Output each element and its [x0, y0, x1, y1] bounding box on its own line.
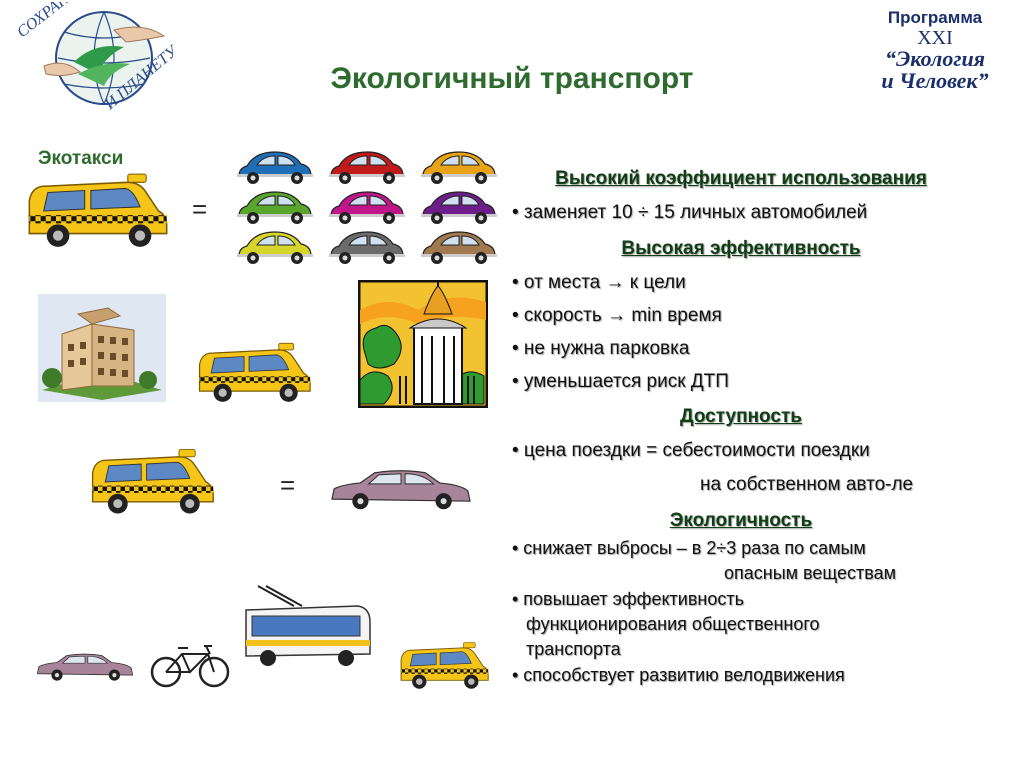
beetle-car [236, 191, 314, 225]
equals-sign-1: = [192, 194, 208, 224]
bullet-price: • цена поездки = себестоимости поездки [512, 440, 870, 461]
logo-sohrani: СОХРАНИ СЕБЯ И ПЛАНЕТУ [14, 0, 184, 117]
program-line2: XXI [917, 27, 953, 49]
bullet-public-transport-cont1: функционирования общественного [526, 614, 820, 634]
heading-usage: Высокий коэффициент использования [555, 168, 927, 189]
beetle-car [420, 151, 498, 185]
bullet-public-transport-cont2: транспорта [526, 639, 621, 659]
beetle-grid [236, 151, 498, 265]
bullet-door-to-door: • от места → к цели [512, 272, 686, 293]
equals-sign-2: = [280, 470, 296, 500]
sedan-small-image [36, 648, 134, 684]
program-label: Программа XXI “Экология и Человек” [860, 8, 1010, 92]
program-line1: Программа [887, 8, 983, 27]
bullet-public-transport: • повышает эффективность [512, 589, 744, 609]
beetle-car [420, 191, 498, 225]
program-line3: “Экология [884, 46, 986, 71]
taxi-image-4 [398, 640, 490, 692]
program-line4: и Человек” [881, 68, 989, 93]
beetle-car [328, 231, 406, 265]
beetle-car [328, 191, 406, 225]
beetle-car [420, 231, 498, 265]
beetle-car [328, 151, 406, 185]
ekotaksi-label: Экотакси [38, 148, 124, 169]
bullet-parking: • не нужна парковка [512, 338, 690, 359]
bullet-speed: • скорость → min время [512, 305, 722, 326]
heading-availability: Доступность [680, 406, 802, 427]
taxi-image-2 [194, 340, 314, 406]
page-title: Экологичный транспорт [330, 62, 694, 95]
building-image [38, 294, 166, 402]
castle-image [358, 280, 488, 408]
beetle-car [236, 231, 314, 265]
beetle-car [236, 151, 314, 185]
bicycle-image [150, 645, 230, 688]
bullet-price-cont: на собственном авто-ле [700, 474, 914, 495]
heading-ecology: Экологичность [669, 510, 813, 531]
taxi-image-3 [80, 446, 224, 518]
trolleybus-image [245, 585, 371, 666]
bullet-replaces: • заменяет 10 ÷ 15 личных автомобилей [512, 202, 868, 223]
taxi-image-1 [24, 170, 170, 252]
bullet-cycling: • способствует развитию велодвижения [512, 665, 845, 685]
bullet-emissions: • снижает выбросы – в 2÷3 раза по самым [512, 538, 866, 558]
heading-efficiency: Высокая эффективность [621, 238, 861, 259]
sedan-image [330, 462, 472, 514]
bullet-emissions-cont: опасным веществам [724, 563, 897, 583]
bullet-risk: • уменьшается риск ДТП [512, 371, 729, 392]
